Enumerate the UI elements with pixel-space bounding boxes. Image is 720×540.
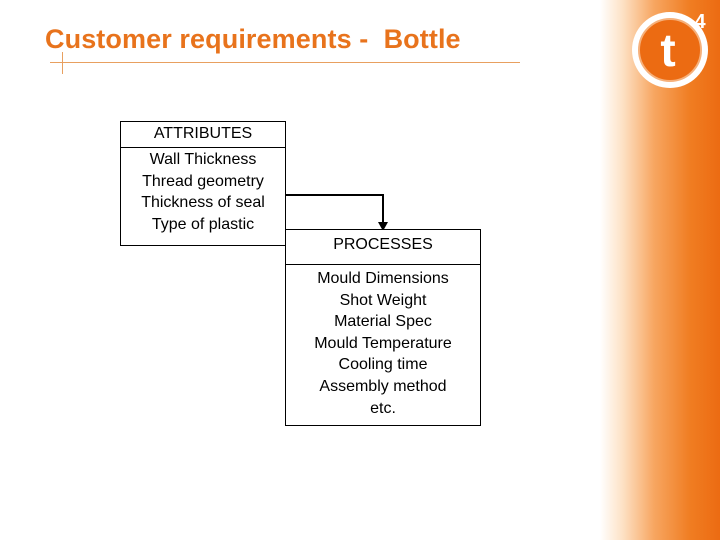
process-item: Material Spec — [286, 311, 480, 333]
attribute-item: Wall Thickness — [121, 149, 285, 171]
process-item: Cooling time — [286, 354, 480, 376]
process-item: etc. — [286, 398, 480, 420]
processes-header: PROCESSES — [286, 230, 480, 265]
attributes-box: ATTRIBUTES Wall Thickness Thread geometr… — [120, 121, 286, 246]
connector-line — [286, 195, 383, 225]
process-item: Mould Dimensions — [286, 268, 480, 290]
attributes-header: ATTRIBUTES — [121, 122, 285, 148]
process-item: Mould Temperature — [286, 333, 480, 355]
process-item: Shot Weight — [286, 290, 480, 312]
attribute-item: Type of plastic — [121, 214, 285, 236]
attribute-item: Thread geometry — [121, 171, 285, 193]
process-item: Assembly method — [286, 376, 480, 398]
attribute-item: Thickness of seal — [121, 192, 285, 214]
processes-box: PROCESSES Mould Dimensions Shot Weight M… — [285, 229, 481, 426]
processes-list: Mould Dimensions Shot Weight Material Sp… — [286, 265, 480, 419]
attributes-list: Wall Thickness Thread geometry Thickness… — [121, 148, 285, 235]
